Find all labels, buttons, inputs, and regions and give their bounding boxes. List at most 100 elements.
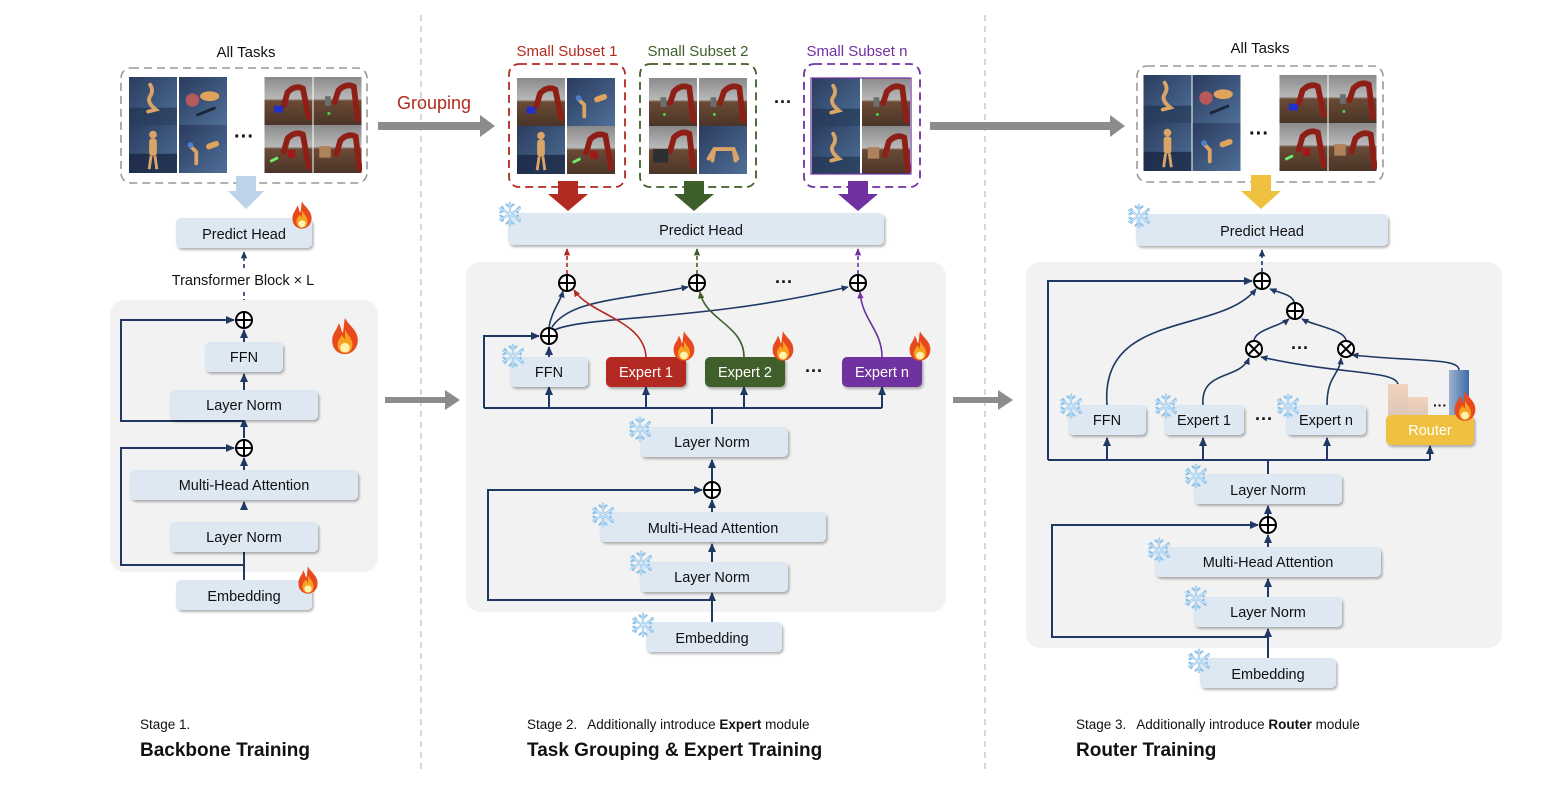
add-op bbox=[558, 274, 576, 292]
stage-transition-arrow bbox=[385, 390, 460, 410]
subset-arrow bbox=[838, 181, 878, 211]
expert-box bbox=[1164, 405, 1244, 435]
predict-head-label: Predict Head bbox=[659, 223, 743, 239]
transformer-block-label: Transformer Block × L bbox=[172, 273, 315, 289]
task-thumbnail bbox=[1143, 75, 1192, 123]
layer-norm-box bbox=[170, 522, 318, 552]
task-thumbnail bbox=[1192, 75, 1241, 123]
attention-box bbox=[600, 512, 826, 542]
ellipsis: ··· bbox=[775, 272, 793, 292]
grouping-arrow bbox=[378, 115, 495, 137]
add-op bbox=[688, 274, 706, 292]
ellipsis: ··· bbox=[1433, 397, 1447, 413]
task-thumbnail bbox=[862, 126, 910, 174]
attention-label: Multi-Head Attention bbox=[648, 521, 779, 537]
task-thumbnail bbox=[862, 78, 910, 126]
stage-transition-arrow bbox=[930, 115, 1125, 137]
expert-label: Expert 1 bbox=[619, 365, 673, 381]
expert-label: Expert n bbox=[855, 365, 909, 381]
task-thumbnail bbox=[517, 78, 565, 126]
task-thumbnail bbox=[649, 126, 697, 174]
stage-title: Backbone Training bbox=[140, 740, 310, 761]
task-thumbnail bbox=[178, 125, 228, 173]
task-thumbnail bbox=[1280, 75, 1328, 123]
task-thumbnails: ··· bbox=[128, 77, 362, 173]
expert-output-curve bbox=[697, 291, 745, 358]
router-weight-curve bbox=[1351, 352, 1460, 371]
task-thumbnail bbox=[811, 126, 861, 174]
task-thumbnail bbox=[699, 78, 747, 126]
task-thumbnail bbox=[516, 126, 566, 174]
expert-output-curve bbox=[1202, 357, 1250, 406]
ffn-to-add-curve bbox=[548, 290, 565, 328]
expert-box bbox=[1286, 405, 1366, 435]
router-weight-bar bbox=[1388, 384, 1408, 420]
task-thumbnail bbox=[128, 77, 178, 125]
all-tasks-label: All Tasks bbox=[1231, 40, 1290, 57]
task-thumbnail bbox=[811, 78, 861, 126]
expert-output-curve bbox=[1326, 357, 1344, 406]
ffn-to-add-curve bbox=[553, 285, 849, 331]
ffn-label: FFN bbox=[230, 350, 258, 366]
task-thumbnail bbox=[265, 125, 313, 173]
task-thumbnail bbox=[178, 77, 228, 125]
add-op bbox=[1286, 302, 1304, 320]
embedding-label: Embedding bbox=[675, 631, 748, 647]
subset-label: Small Subset n bbox=[807, 43, 908, 60]
layer-norm-label: Layer Norm bbox=[674, 570, 750, 586]
expert-output-curve bbox=[573, 289, 647, 358]
stage-label: Stage 1. bbox=[140, 717, 190, 732]
layer-norm-box bbox=[1194, 474, 1342, 504]
task-thumbnail bbox=[698, 126, 748, 174]
layer-norm-box bbox=[170, 390, 318, 420]
layer-norm-label: Layer Norm bbox=[674, 435, 750, 451]
predict-head-box bbox=[1136, 214, 1388, 246]
transformer-block-panel bbox=[1026, 262, 1502, 648]
weighted-sum-curve bbox=[1253, 318, 1290, 342]
layer-norm-label: Layer Norm bbox=[1230, 605, 1306, 621]
fire-icon bbox=[292, 201, 312, 229]
stage-2: Small Subset 1 Small Subset 2 ··· Small … bbox=[466, 43, 946, 761]
embedding-box bbox=[176, 580, 312, 610]
ellipsis: ··· bbox=[1249, 123, 1269, 145]
subset-arrow bbox=[548, 181, 588, 211]
task-thumbnail bbox=[265, 77, 313, 125]
attention-label: Multi-Head Attention bbox=[179, 478, 310, 494]
predict-head-box bbox=[508, 213, 884, 245]
grouping-label: Grouping bbox=[397, 93, 471, 113]
residual-connection bbox=[483, 332, 540, 408]
all-tasks-group bbox=[120, 67, 368, 184]
subset-label: Small Subset 1 bbox=[517, 43, 618, 60]
expert-box bbox=[705, 357, 785, 387]
residual-connection bbox=[1047, 277, 1253, 460]
expert-label: Expert 2 bbox=[718, 365, 772, 381]
stage-title: Router Training bbox=[1076, 740, 1216, 761]
stage-title: Task Grouping & Expert Training bbox=[527, 740, 822, 761]
task-thumbnail bbox=[1143, 123, 1192, 171]
add-op bbox=[1253, 272, 1271, 290]
weighted-sum-curve bbox=[1301, 318, 1347, 342]
stage-3: All Tasks ··· Predict Head bbox=[1026, 40, 1502, 761]
layer-norm-box bbox=[1194, 597, 1342, 627]
task-thumbnail bbox=[1192, 123, 1241, 171]
embedding-box bbox=[1200, 658, 1336, 688]
layer-norm-label: Layer Norm bbox=[206, 530, 282, 546]
stage-label: Stage 2.Additionally introduce Expert mo… bbox=[527, 717, 809, 732]
task-thumbnail bbox=[1329, 75, 1377, 123]
stage-1: All Tasks ··· Predict Head Transformer B… bbox=[110, 44, 378, 761]
predict-head-label: Predict Head bbox=[202, 227, 286, 243]
ffn-box bbox=[205, 342, 283, 372]
layer-norm-box bbox=[640, 562, 788, 592]
attention-label: Multi-Head Attention bbox=[1203, 555, 1334, 571]
embedding-box bbox=[646, 622, 782, 652]
residual-connection bbox=[487, 486, 712, 601]
all-tasks-group bbox=[1136, 65, 1384, 183]
add-op bbox=[235, 439, 253, 457]
ffn-box bbox=[510, 357, 588, 387]
expert-label: Expert n bbox=[1299, 413, 1353, 429]
expert-box bbox=[842, 357, 922, 387]
ellipsis: ··· bbox=[1291, 338, 1309, 358]
ffn-label: FFN bbox=[1093, 413, 1121, 429]
ellipsis: ··· bbox=[234, 126, 254, 148]
